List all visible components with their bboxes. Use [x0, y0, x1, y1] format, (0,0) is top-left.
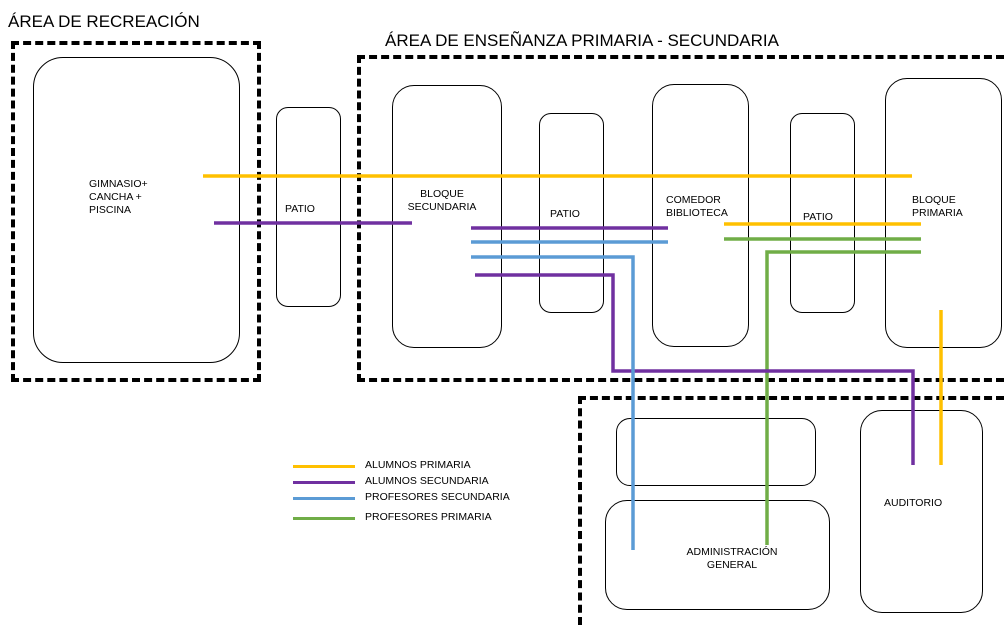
legend-swatch	[293, 517, 355, 520]
dining-library-block	[652, 84, 749, 347]
patio2-label: PATIO	[550, 208, 580, 220]
secondary-students-route-auditorium	[475, 273, 915, 465]
teaching-area-title: ÁREA DE ENSEÑANZA PRIMARIA - SECUNDARIA	[385, 31, 779, 50]
secondary-label: BLOQUE SECUNDARIA	[407, 188, 477, 213]
legend-swatch	[293, 481, 355, 484]
teaching-zone	[357, 55, 1004, 382]
legend-label: ALUMNOS PRIMARIA	[365, 459, 471, 471]
patio2-block	[539, 113, 604, 313]
administration-zone	[578, 396, 1004, 625]
gym-block	[33, 57, 240, 363]
patio3-block	[790, 113, 855, 313]
gym-label: GIMNASIO+ CANCHA + PISCINA	[89, 178, 148, 216]
legend-swatch	[293, 465, 355, 468]
administration-block	[605, 500, 830, 610]
patio3-label: PATIO	[803, 211, 833, 223]
secondary-block	[392, 85, 502, 348]
patio1-label: PATIO	[285, 203, 315, 215]
primary-block	[885, 78, 1002, 348]
administration-label: ADMINISTRACIÓN GENERAL	[686, 546, 778, 571]
patio1-block	[276, 107, 341, 307]
legend-label: PROFESORES PRIMARIA	[365, 511, 492, 523]
secondary-teachers-route-admin	[471, 255, 635, 550]
legend-label: ALUMNOS SECUNDARIA	[365, 475, 489, 487]
legend-label: PROFESORES SECUNDARIA	[365, 491, 510, 503]
auditorium-label: AUDITORIO	[884, 497, 943, 509]
auditorium-block	[860, 410, 983, 613]
dining-library-label: COMEDOR BIBLIOTECA	[666, 194, 728, 219]
primary-teachers-route-admin	[765, 250, 921, 545]
recreation-area-title: ÁREA DE RECREACIÓN	[8, 12, 200, 31]
admin-upper-block	[616, 418, 816, 486]
primary-label: BLOQUE PRIMARIA	[912, 194, 963, 219]
recreation-zone	[11, 41, 261, 382]
legend-swatch	[293, 497, 355, 500]
